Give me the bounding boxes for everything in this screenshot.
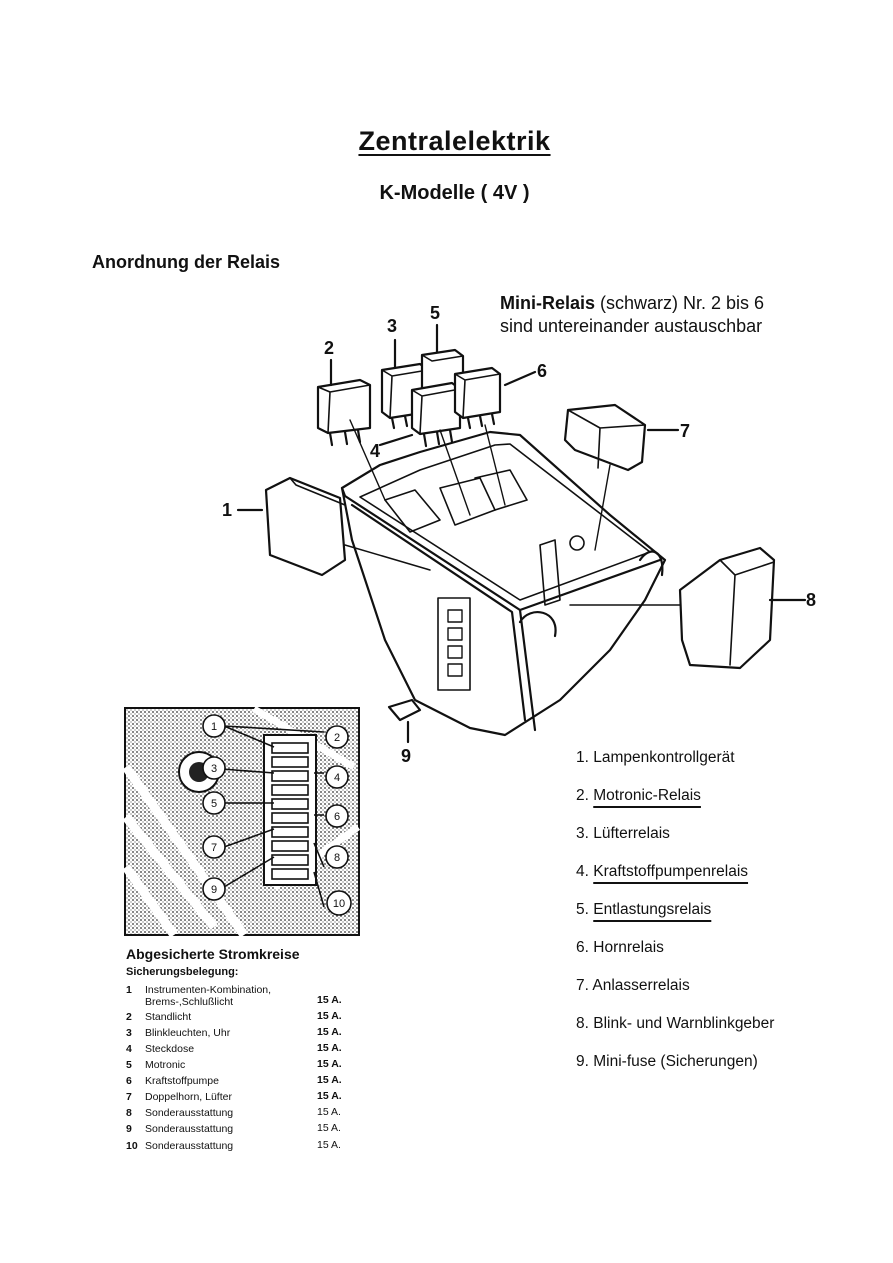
fuse-callout-2: 2 (334, 732, 340, 744)
legend-item: 5. Entlastungsrelais (576, 901, 712, 918)
fuse-callout-3: 3 (211, 763, 217, 775)
fuse-amps: 15 A. (317, 1042, 342, 1054)
callout-7: 7 (680, 421, 690, 441)
mini-relais-note: Mini-Relais (schwarz) Nr. 2 bis 6 sind u… (500, 292, 764, 338)
fuse-box-photo: 1 2 3 4 5 6 7 8 9 10 (124, 707, 360, 937)
fuse-callout-5: 5 (211, 798, 217, 810)
fuse-callout-6: 6 (334, 811, 340, 823)
legend-item: 6. Hornrelais (576, 939, 664, 956)
fuse-amps: 15 A. (317, 1058, 342, 1070)
fuse-row-cont: Brems-,Schlußlicht (145, 996, 234, 1008)
callout-4: 4 (370, 441, 380, 461)
page-title: Zentralelektrik (358, 126, 551, 156)
fuse-callout-9: 9 (211, 884, 217, 896)
fuse-amps: 15 A. (317, 994, 342, 1006)
section-heading: Anordnung der Relais (92, 252, 281, 272)
fuse-amps: 15 A. (317, 1026, 342, 1038)
legend-item: 4. Kraftstoffpumpenrelais (576, 863, 749, 880)
mini-relais-label: Mini-Relais (500, 293, 596, 313)
fuse-amps: 15 A. (317, 1139, 341, 1151)
callout-9: 9 (401, 746, 411, 766)
page-subtitle: K-Modelle ( 4V ) (379, 182, 530, 204)
callout-2: 2 (324, 338, 334, 358)
fuse-amps: 15 A. (317, 1010, 342, 1022)
legend-item: 9. Mini-fuse (Sicherungen) (576, 1053, 758, 1070)
fuse-amps: 15 A. (317, 1106, 341, 1118)
callout-6: 6 (537, 361, 547, 381)
fuse-table-heading: Abgesicherte Stromkreise (126, 946, 300, 962)
fuse-callout-4: 4 (334, 772, 340, 784)
callout-5: 5 (430, 303, 440, 323)
legend-item: 7. Anlasserrelais (576, 977, 690, 994)
legend-item: 2. Motronic-Relais (576, 787, 701, 804)
fuse-amps: 15 A. (317, 1074, 342, 1086)
fuse-callout-10: 10 (333, 898, 345, 910)
callout-1: 1 (222, 500, 232, 520)
fuse-amps: 15 A. (317, 1122, 341, 1134)
mini-relais-desc-2: sind untereinander austauschbar (500, 316, 763, 336)
fuse-amps: 15 A. (317, 1090, 342, 1102)
fuse-callout-7: 7 (211, 842, 217, 854)
fuse-table-subheading: Sicherungsbelegung: (126, 966, 239, 978)
mini-relais-desc: (schwarz) Nr. 2 bis 6 (595, 293, 765, 313)
callout-3: 3 (387, 316, 397, 336)
legend-item: 8. Blink- und Warnblinkgeber (576, 1015, 775, 1032)
callout-8: 8 (806, 590, 816, 610)
fuse-callout-8: 8 (334, 852, 340, 864)
fuse-callout-1: 1 (211, 721, 217, 733)
legend-item: 3. Lüfterrelais (576, 825, 670, 842)
relay-box-diagram: 1 2 3 4 5 6 7 8 9 (222, 303, 816, 766)
legend-item: 1. Lampenkontrollgerät (576, 749, 735, 766)
